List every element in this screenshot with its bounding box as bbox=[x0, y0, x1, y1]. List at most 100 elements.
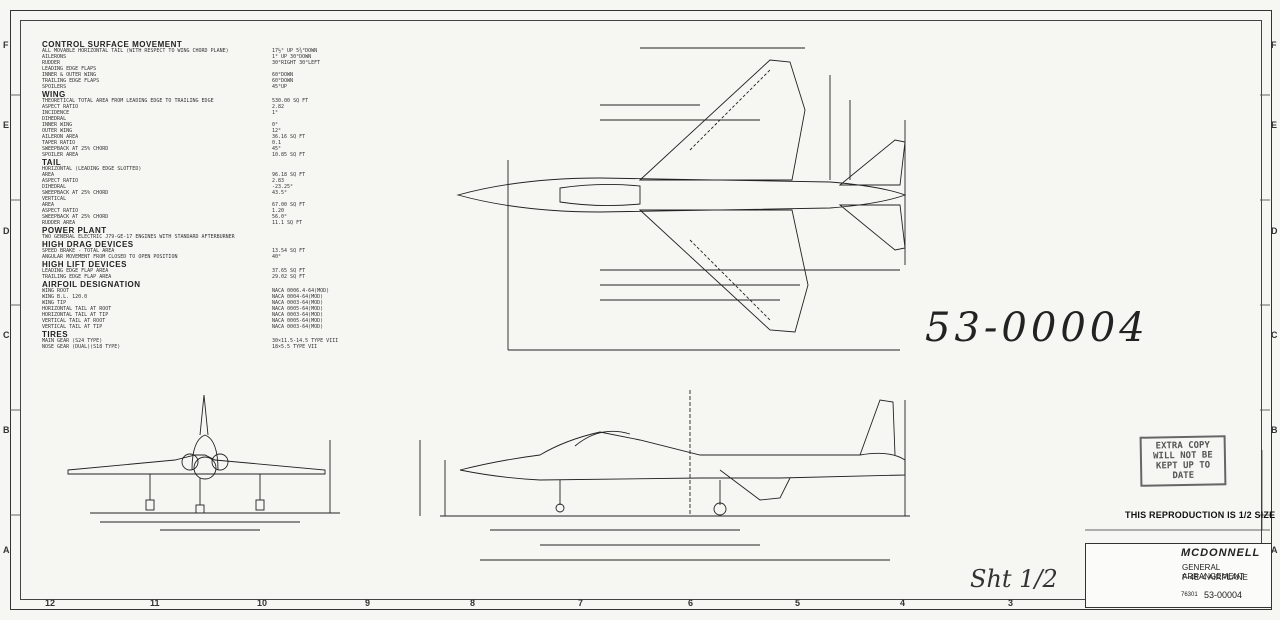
stamp-line-3: KEPT UP TO DATE bbox=[1155, 460, 1211, 482]
spec-label: WING B.L. 120.0 bbox=[42, 294, 88, 300]
spec-value: 0° bbox=[272, 122, 279, 128]
zone-left-a: A bbox=[3, 545, 10, 555]
zone-bottom-9: 9 bbox=[365, 598, 371, 608]
spec-value: 37.65 SQ FT bbox=[272, 268, 306, 274]
spec-value: 0.1 bbox=[272, 140, 282, 146]
plan-view bbox=[456, 47, 907, 351]
zone-left-b: B bbox=[3, 425, 10, 435]
spec-row: WING TIP NACA 0003-64(MOD) bbox=[42, 300, 342, 306]
spec-label: HORIZONTAL TAIL AT TIP bbox=[42, 312, 109, 318]
spec-section-heading: HIGH LIFT DEVICES bbox=[42, 260, 127, 269]
spec-value: NACA 0003-64(MOD) bbox=[272, 300, 324, 306]
zone-right-b: B bbox=[1271, 425, 1278, 435]
spec-value: 56.0° bbox=[272, 214, 288, 220]
spec-row: DIHEDRAL-23.25° bbox=[42, 184, 342, 190]
company-name: MCDONNELL bbox=[1181, 547, 1261, 559]
spec-row: TRAILING EDGE FLAP AREA 29.02 SQ FT bbox=[42, 274, 342, 280]
spec-section-heading: HIGH DRAG DEVICES bbox=[42, 240, 134, 249]
spec-label: HORIZONTAL TAIL AT ROOT bbox=[42, 306, 112, 312]
spec-row: AREA 96.18 SQ FT bbox=[42, 172, 342, 178]
zone-bottom-10: 10 bbox=[257, 598, 268, 608]
drawing-title-line-2: F-4E-4 AIRPLANE bbox=[1182, 573, 1248, 582]
spec-label: WING TIP bbox=[42, 300, 67, 306]
spec-value: 12° bbox=[272, 128, 282, 134]
spec-value: 36.16 SQ FT bbox=[272, 134, 306, 140]
zone-left-f: F bbox=[3, 40, 9, 50]
spec-value: 2.82 bbox=[272, 104, 285, 110]
spec-value: 60°DOWN bbox=[272, 78, 294, 84]
spec-value: NACA 0005-64(MOD) bbox=[272, 318, 324, 324]
spec-value: NACA 0006.4-64(MOD) bbox=[272, 288, 330, 294]
spec-value: 43.5° bbox=[272, 190, 288, 196]
spec-section-heading: WING bbox=[42, 90, 66, 99]
spec-row: LEADING EDGE FLAP AREA 37.65 SQ FT bbox=[42, 268, 342, 274]
spec-label: ANGULAR MOVEMENT FROM CLOSED TO OPEN POS… bbox=[42, 254, 178, 260]
spec-value: NACA 0005-64(MOD) bbox=[272, 306, 324, 312]
spec-value: 30×11.5-14.5 TYPE VIII bbox=[272, 338, 339, 344]
spec-value: 18×5.5 TYPE VII bbox=[272, 344, 318, 350]
spec-label: TRAILING EDGE FLAP AREA bbox=[42, 274, 112, 280]
zone-left-d: D bbox=[3, 226, 10, 236]
spec-value: 29.02 SQ FT bbox=[272, 274, 306, 280]
spec-value: 11.1 SQ FT bbox=[272, 220, 303, 226]
spec-row: AILERON AREA 36.16 SQ FT bbox=[42, 134, 342, 140]
spec-label: RUDDER AREA bbox=[42, 220, 76, 226]
spec-label: SWEEPBACK AT 25% CHORD bbox=[42, 146, 109, 152]
spec-label: LEADING EDGE FLAP AREA bbox=[42, 268, 109, 274]
spec-value: 2.83 bbox=[272, 178, 285, 184]
spec-value: 10.85 SQ FT bbox=[272, 152, 306, 158]
zone-right-a: A bbox=[1271, 545, 1278, 555]
zone-left-e: E bbox=[3, 120, 10, 130]
zone-right-f: F bbox=[1271, 40, 1277, 50]
spec-value: 30°RIGHT 30°LEFT bbox=[272, 60, 321, 66]
zone-right-c: C bbox=[1271, 330, 1278, 340]
spec-row: DIHEDRAL bbox=[42, 116, 342, 122]
cage-code: 76301 bbox=[1181, 592, 1198, 598]
spec-row: HORIZONTAL TAIL AT ROOT NACA 0005-64(MOD) bbox=[42, 306, 342, 312]
zone-bottom-7: 7 bbox=[578, 598, 584, 608]
zone-bottom-11: 11 bbox=[150, 598, 160, 608]
spec-section-heading: AIRFOIL DESIGNATION bbox=[42, 280, 141, 289]
spec-row: MAIN GEAR (S24 TYPE)30×11.5-14.5 TYPE VI… bbox=[42, 338, 342, 344]
spec-label: INCIDENCE bbox=[42, 110, 70, 116]
spec-label: VERTICAL bbox=[42, 196, 67, 202]
drawing-title-line-1: GENERAL ARRANGEMENT bbox=[1182, 563, 1245, 581]
zone-right-d: D bbox=[1271, 226, 1278, 236]
zone-bottom-12: 12 bbox=[45, 598, 56, 608]
drawing-number: 53-00004 bbox=[1204, 590, 1243, 600]
spec-value: 96.18 SQ FT bbox=[272, 172, 306, 178]
zone-bottom-6: 6 bbox=[688, 598, 694, 608]
spec-label: AREA bbox=[42, 172, 55, 178]
outer-border bbox=[10, 10, 1272, 610]
spec-label: AILERON AREA bbox=[42, 134, 79, 140]
spec-value: 40° bbox=[272, 254, 282, 260]
handwritten-drawing-number: 53-00004 bbox=[925, 305, 1149, 351]
spec-value: NACA 0003-64(MOD) bbox=[272, 324, 324, 330]
spec-row: HORIZONTAL TAIL AT TIP NACA 0003-64(MOD) bbox=[42, 312, 342, 318]
spec-label: AREA bbox=[42, 202, 55, 208]
spec-row: ALL MOVABLE HORIZONTAL TAIL (WITH RESPEC… bbox=[42, 48, 342, 54]
spec-value: NACA 0003-64(MOD) bbox=[272, 312, 324, 318]
spec-value: 530.00 SQ FT bbox=[272, 98, 309, 104]
spec-label: RUDDER bbox=[42, 60, 61, 66]
front-view bbox=[67, 394, 340, 531]
spec-section-heading: TAIL bbox=[42, 158, 62, 167]
spec-label: VERTICAL TAIL AT TIP bbox=[42, 324, 103, 330]
zone-left-c: C bbox=[3, 330, 10, 340]
spec-label: AILERONS bbox=[42, 54, 67, 60]
spec-row: RUDDER AREA 11.1 SQ FT bbox=[42, 220, 342, 226]
spec-label: SWEEPBACK AT 25% CHORD bbox=[42, 190, 109, 196]
